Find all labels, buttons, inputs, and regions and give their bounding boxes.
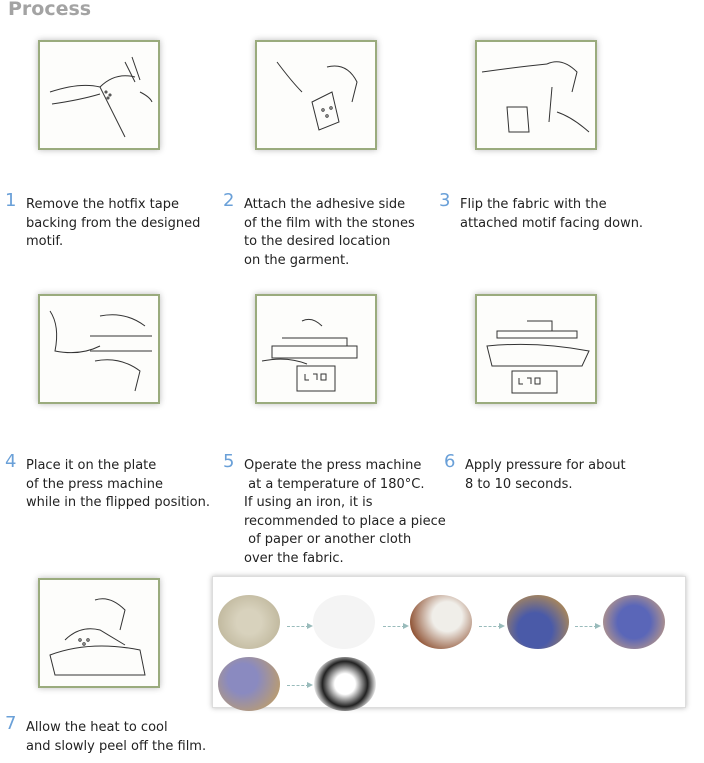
step-text: Remove the hotfix tape backing from the … bbox=[26, 197, 201, 249]
step-text: Apply pressure for about 8 to 10 seconds… bbox=[465, 458, 626, 492]
step-number: 4 bbox=[5, 451, 17, 472]
step-number: 6 bbox=[444, 451, 456, 472]
step-4-illustration bbox=[38, 294, 160, 404]
photo-rhinestone-motif bbox=[218, 595, 280, 649]
step-2-illustration bbox=[255, 40, 377, 150]
step-2: 2 Attach the adhesive side of the film wi… bbox=[223, 191, 415, 270]
step-number: 1 bbox=[5, 190, 17, 211]
page-title: Process bbox=[8, 0, 92, 20]
step-5: 5 Operate the press machine at a temperat… bbox=[223, 452, 446, 568]
step-4: 4 Place it on the plate of the press mach… bbox=[5, 452, 210, 513]
process-photo-strip bbox=[212, 576, 686, 711]
step-number: 3 bbox=[439, 190, 451, 211]
step-1-illustration bbox=[38, 40, 160, 150]
step-7-illustration bbox=[38, 578, 160, 688]
photo-place-on-fabric bbox=[507, 595, 569, 649]
step-6-illustration bbox=[475, 294, 597, 404]
step-5-illustration bbox=[255, 294, 377, 404]
step-6: 6 Apply pressure for about 8 to 10 second… bbox=[444, 452, 626, 494]
photo-stone-grid bbox=[313, 595, 375, 649]
step-number: 5 bbox=[223, 451, 235, 472]
step-number: 2 bbox=[223, 190, 235, 211]
step-text: Attach the adhesive side of the film wit… bbox=[244, 197, 415, 268]
step-number: 7 bbox=[5, 713, 17, 734]
step-text: Place it on the plate of the press machi… bbox=[26, 458, 210, 510]
photo-heat-press bbox=[218, 657, 280, 711]
step-text: Flip the fabric with the attached motif … bbox=[460, 197, 644, 231]
arrow-icon bbox=[383, 623, 409, 629]
photo-press-fabric bbox=[603, 595, 665, 649]
arrow-icon bbox=[575, 623, 601, 629]
step-text: Operate the press machine at a temperatu… bbox=[244, 458, 446, 566]
step-7: 7 Allow the heat to cool and slowly peel … bbox=[5, 714, 207, 756]
photo-peel-film bbox=[410, 595, 472, 649]
step-1: 1 Remove the hotfix tape backing from the… bbox=[5, 191, 201, 252]
photo-finished-number bbox=[314, 657, 376, 711]
arrow-icon bbox=[287, 682, 313, 688]
arrow-icon bbox=[287, 623, 313, 629]
step-3: 3 Flip the fabric with the attached motif… bbox=[439, 191, 644, 233]
step-text: Allow the heat to cool and slowly peel o… bbox=[26, 720, 207, 754]
step-3-illustration bbox=[475, 40, 597, 150]
arrow-icon bbox=[479, 623, 505, 629]
